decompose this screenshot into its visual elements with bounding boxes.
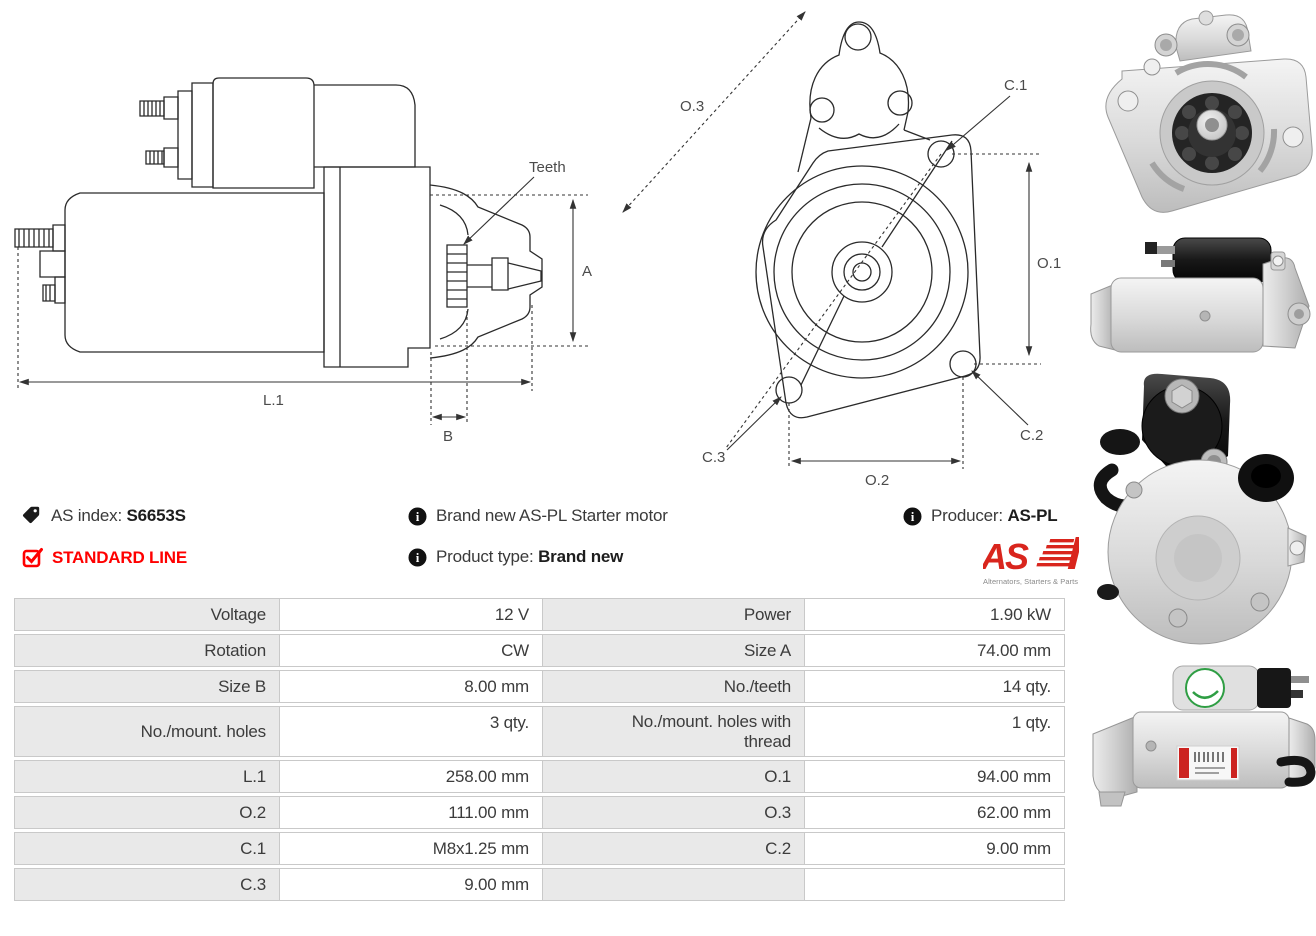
description-text: Brand new AS-PL Starter motor — [436, 506, 668, 525]
spec-label: O.1 — [543, 760, 805, 793]
dim-label-b: B — [443, 428, 453, 445]
spec-value: 8.00 mm — [280, 670, 543, 703]
spec-value: CW — [280, 634, 543, 667]
dim-label-o3: O.3 — [680, 98, 704, 115]
spec-value: 62.00 mm — [805, 796, 1065, 829]
logo-text: AS — [983, 536, 1029, 577]
spec-value: 9.00 mm — [805, 832, 1065, 865]
product-photo-side-view-label — [1092, 665, 1316, 807]
svg-text:i: i — [416, 550, 420, 565]
as-pl-logo: AS Alternators, Starters & Parts — [983, 536, 1079, 586]
spec-value: 74.00 mm — [805, 634, 1065, 667]
spec-label: No./mount. holes with thread — [543, 706, 805, 757]
spec-value: 258.00 mm — [280, 760, 543, 793]
dim-label-a: A — [582, 263, 592, 280]
spec-label — [543, 868, 805, 901]
spec-value: 94.00 mm — [805, 760, 1065, 793]
standard-line-badge: STANDARD LINE — [52, 547, 187, 567]
dim-label-c1: C.1 — [1004, 77, 1027, 94]
svg-text:i: i — [416, 509, 420, 524]
spec-label: C.2 — [543, 832, 805, 865]
product-photo-front-view — [1105, 10, 1313, 213]
as-index-label: AS index: — [51, 506, 122, 525]
spec-label: Rotation — [14, 634, 280, 667]
as-index-text: AS index: S6653S — [51, 506, 186, 526]
spec-value: 1 qty. — [805, 706, 1065, 757]
dim-label-teeth: Teeth — [529, 159, 566, 176]
dim-label-o2: O.2 — [865, 472, 889, 489]
spec-label: C.1 — [14, 832, 280, 865]
info-icon: i — [408, 507, 427, 525]
product-type-row: i Product type: Brand new — [408, 547, 623, 567]
dim-label-c3: C.3 — [702, 449, 725, 466]
as-index-value: S6653S — [126, 506, 186, 525]
product-type-label: Product type: — [436, 547, 534, 566]
info-icon: i — [903, 507, 922, 525]
spec-label: Size A — [543, 634, 805, 667]
spec-label: O.3 — [543, 796, 805, 829]
dim-label-c2: C.2 — [1020, 427, 1043, 444]
spec-label: No./mount. holes — [14, 706, 280, 757]
tag-icon — [22, 506, 40, 524]
info-icon: i — [408, 548, 427, 566]
spec-value: 1.90 kW — [805, 598, 1065, 631]
checkbox-check-icon — [22, 548, 43, 568]
product-type-text: Product type: Brand new — [436, 547, 623, 567]
spec-value: M8x1.25 mm — [280, 832, 543, 865]
standard-line-row: STANDARD LINE — [22, 547, 187, 568]
svg-text:i: i — [911, 509, 915, 524]
producer-value: AS-PL — [1007, 506, 1058, 525]
spec-value: 9.00 mm — [280, 868, 543, 901]
spec-value: 14 qty. — [805, 670, 1065, 703]
producer-row: i Producer: AS-PL — [903, 506, 1058, 526]
spec-label: Size B — [14, 670, 280, 703]
dim-label-l1: L.1 — [263, 392, 284, 409]
product-photo-rear-view — [1093, 373, 1307, 645]
spec-label: Power — [543, 598, 805, 631]
spec-value — [805, 868, 1065, 901]
spec-label: O.2 — [14, 796, 280, 829]
producer-label: Producer: — [931, 506, 1003, 525]
technical-drawing-side-view: Teeth A L.1 B — [14, 77, 592, 445]
product-type-value: Brand new — [538, 547, 624, 566]
dim-label-o1: O.1 — [1037, 255, 1061, 272]
logo-tagline: Alternators, Starters & Parts — [983, 577, 1078, 586]
spec-value: 12 V — [280, 598, 543, 631]
product-photo-side-view — [1090, 237, 1311, 353]
spec-label: L.1 — [14, 760, 280, 793]
spec-label: No./teeth — [543, 670, 805, 703]
spec-label: C.3 — [14, 868, 280, 901]
producer-text: Producer: AS-PL — [931, 506, 1058, 526]
spec-value: 111.00 mm — [280, 796, 543, 829]
technical-drawing-front-view: O.3 C.1 O.1 O.2 C.2 C.3 — [622, 11, 1061, 489]
spec-value: 3 qty. — [280, 706, 543, 757]
as-index-row: AS index: S6653S — [22, 506, 186, 526]
spec-label: Voltage — [14, 598, 280, 631]
description-row: i Brand new AS-PL Starter motor — [408, 506, 668, 526]
